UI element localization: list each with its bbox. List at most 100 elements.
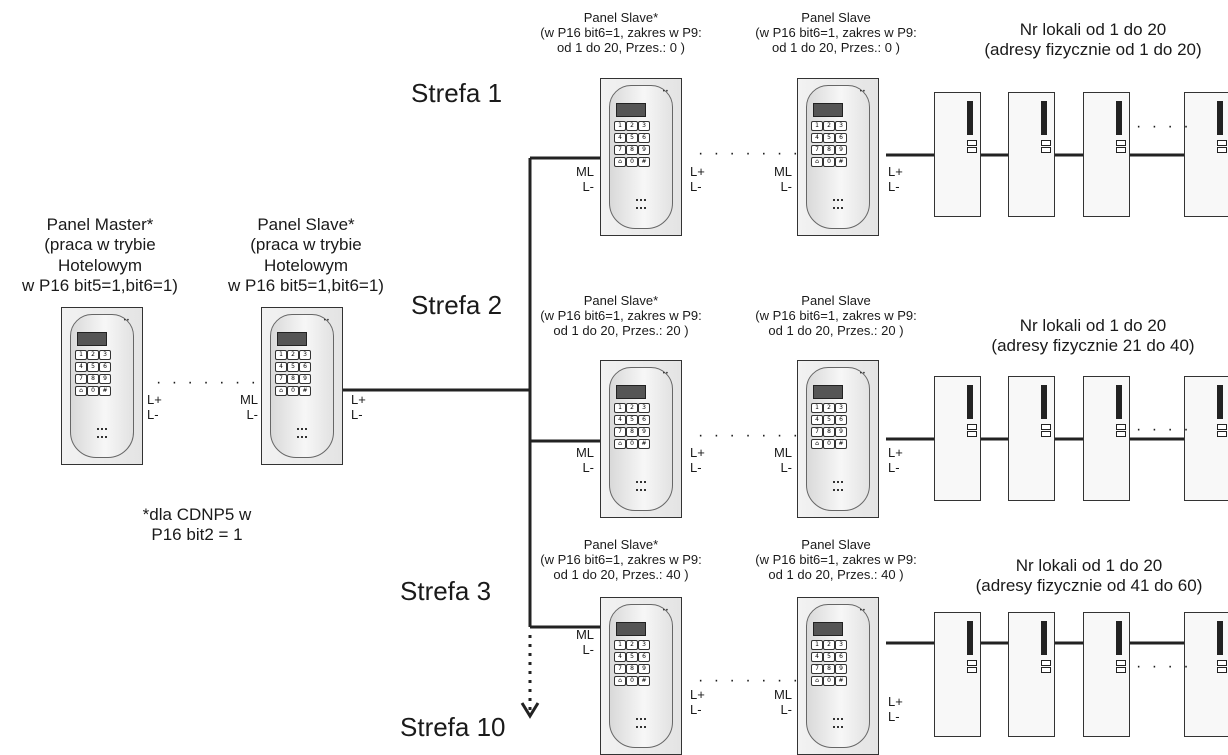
keypad-key: 8 — [87, 374, 99, 384]
keypad-key: 1 — [614, 640, 626, 650]
keypad-key: 2 — [287, 350, 299, 360]
zone2-unit — [1184, 376, 1228, 501]
keypad-key: 1 — [811, 121, 823, 131]
zone2-pins-a: ML L- — [575, 445, 594, 475]
keypad-key: 3 — [835, 403, 847, 413]
keypad-key: 3 — [638, 121, 650, 131]
keypad-key: 4 — [811, 133, 823, 143]
keypad-key: 7 — [811, 427, 823, 437]
dotted-link: · · · · · · · — [156, 374, 259, 391]
keypad-key: 7 — [811, 664, 823, 674]
keypad-key: 8 — [626, 145, 638, 155]
zone2-unit — [1008, 376, 1055, 501]
keypad-key: ⌂ — [614, 157, 626, 167]
zone-1-label: Strefa 1 — [411, 78, 503, 108]
keypad-key: 8 — [823, 145, 835, 155]
zone-3-label: Strefa 3 — [400, 576, 492, 606]
keypad-key: 1 — [811, 403, 823, 413]
zone3-unit — [1184, 612, 1228, 737]
zone1-unit — [1008, 92, 1055, 217]
keypad-key: 5 — [626, 133, 638, 143]
keypad-key: 2 — [87, 350, 99, 360]
hotel-slave-panel-label: Panel Slave* (praca w trybie Hotelowym w… — [228, 215, 384, 296]
zone3-pins-d: L+ L- — [888, 694, 903, 724]
keypad-key: 5 — [823, 415, 835, 425]
keypad-key: 1 — [614, 121, 626, 131]
zone3-unit — [1008, 612, 1055, 737]
keypad-key: 3 — [638, 403, 650, 413]
keypad-key: ⌂ — [811, 676, 823, 686]
keypad-key: 0 — [626, 157, 638, 167]
zone3-unit — [934, 612, 981, 737]
keypad-key: 8 — [823, 664, 835, 674]
keypad-key: 6 — [835, 652, 847, 662]
keypad-key: 4 — [275, 362, 287, 372]
zone1-unit — [1184, 92, 1228, 217]
keypad-key: 8 — [626, 664, 638, 674]
zone2-unit — [1083, 376, 1130, 501]
keypad-key: 2 — [823, 403, 835, 413]
zone2-unit — [934, 376, 981, 501]
keypad-key: 0 — [823, 157, 835, 167]
zone1-unit-dots: · · · · — [1136, 118, 1192, 135]
zone1-unit — [934, 92, 981, 217]
keypad-key: # — [638, 676, 650, 686]
zone3-unit — [1083, 612, 1130, 737]
zone1-pins-d: L+ L- — [888, 164, 903, 194]
zone2-pins-c: ML L- — [773, 445, 792, 475]
keypad-key: 6 — [638, 415, 650, 425]
keypad-key: 2 — [626, 121, 638, 131]
keypad-key: # — [638, 157, 650, 167]
zone1-pins-b: L+ L- — [690, 164, 705, 194]
zone3-units-label: Nr lokali od 1 do 20 (adresy fizycznie o… — [975, 556, 1203, 596]
zone3-dotted-link: · · · · · · · — [698, 672, 801, 689]
keypad-key: 0 — [823, 439, 835, 449]
keypad-key: 2 — [823, 121, 835, 131]
zone2-slave-star-label: Panel Slave* (w P16 bit6=1, zakres w P9:… — [540, 293, 702, 338]
keypad-key: 4 — [614, 415, 626, 425]
keypad-key: 9 — [835, 145, 847, 155]
keypad-key: 4 — [614, 652, 626, 662]
keypad-key: 9 — [835, 427, 847, 437]
zone1-units-label: Nr lokali od 1 do 20 (adresy fizycznie o… — [984, 20, 1202, 60]
zone3-slave-star-label: Panel Slave* (w P16 bit6=1, zakres w P9:… — [540, 537, 702, 582]
keypad-key: 1 — [614, 403, 626, 413]
keypad-key: 2 — [823, 640, 835, 650]
keypad-key: 0 — [626, 439, 638, 449]
keypad-key: 6 — [638, 133, 650, 143]
keypad-key: 5 — [626, 652, 638, 662]
keypad-key: 7 — [811, 145, 823, 155]
keypad-key: ⌂ — [614, 439, 626, 449]
keypad-key: ⌂ — [75, 386, 87, 396]
keypad-key: 1 — [75, 350, 87, 360]
keypad-key: ⌂ — [811, 439, 823, 449]
zone-2-label: Strefa 2 — [411, 290, 503, 320]
zone1-pins-a: ML L- — [575, 164, 594, 194]
slave-pins-in: ML L- — [239, 392, 258, 422]
keypad-key: 3 — [638, 640, 650, 650]
zone2-units-label: Nr lokali od 1 do 20 (adresy fizycznie 2… — [991, 316, 1195, 356]
keypad-key: # — [638, 439, 650, 449]
keypad-key: 5 — [626, 415, 638, 425]
keypad-key: 9 — [835, 664, 847, 674]
keypad-key: 8 — [626, 427, 638, 437]
zone3-unit-dots: · · · · — [1136, 658, 1192, 675]
keypad-key: 2 — [626, 403, 638, 413]
zone3-pins-b: L+ L- — [690, 687, 705, 717]
zone2-slave-label: Panel Slave (w P16 bit6=1, zakres w P9: … — [755, 293, 917, 338]
keypad-key: 4 — [811, 652, 823, 662]
footnote: *dla CDNP5 w P16 bit2 = 1 — [142, 505, 252, 545]
zone2-dotted-link: · · · · · · · — [698, 427, 801, 444]
zone1-pins-c: ML L- — [773, 164, 792, 194]
keypad-key: 6 — [835, 133, 847, 143]
